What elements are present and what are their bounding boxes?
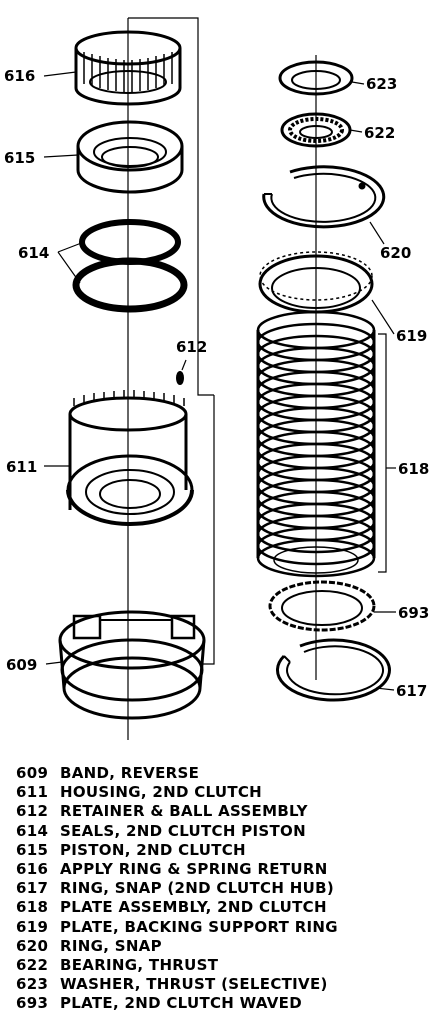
legend-description: PISTON, 2ND CLUTCH [60,840,246,859]
legend-number: 622 [16,955,49,974]
legend-item: 611 HOUSING, 2ND CLUTCH [16,783,436,802]
legend-number: 611 [16,783,49,802]
exploded-view-diagram: 616 615 614 612 611 609 623 622 620 619 … [4,17,429,740]
legend-item: 616 APPLY RING & SPRING RETURN [16,860,436,879]
legend-description: APPLY RING & SPRING RETURN [60,859,328,878]
legend-item: 622 BEARING, THRUST [16,956,436,975]
callout-620: 620 [380,244,411,262]
legend-number: 618 [16,898,49,917]
legend-description: RING, SNAP (2ND CLUTCH HUB) [60,879,334,898]
legend-item: 615 PISTON, 2ND CLUTCH [16,841,436,860]
snap-ring-617 [276,638,391,702]
legend-description: RETAINER & BALL ASSEMBLY [60,802,308,821]
legend-item: 614 SEALS, 2ND CLUTCH PISTON [16,822,436,841]
thrust-washer-623 [278,60,354,96]
thrust-bearing-622 [280,112,352,148]
legend-description: BAND, REVERSE [60,764,200,782]
callout-623: 623 [366,75,397,93]
legend-number: 616 [16,859,49,878]
legend-number: 693 [16,994,49,1013]
legend-number: 619 [16,917,49,936]
callout-618: 618 [398,460,429,478]
legend-description: RING, SNAP [60,936,162,955]
callout-622: 622 [364,124,395,142]
callout-611: 611 [6,458,37,476]
legend-number: 615 [16,840,49,859]
callout-612: 612 [176,338,207,356]
callout-616: 616 [4,67,35,85]
legend-item: 617 RING, SNAP (2ND CLUTCH HUB) [16,879,436,898]
legend-description: PLATE, BACKING SUPPORT RING [60,917,338,936]
snap-ring-620 [262,165,386,229]
legend-number: 617 [16,879,49,898]
legend-item: 620 RING, SNAP [16,937,436,956]
callout-614: 614 [18,244,49,262]
callout-619: 619 [396,327,427,345]
legend-description: WASHER, THRUST (SELECTIVE) [60,975,328,994]
seals-614 [72,219,188,313]
legend-number: 612 [16,802,49,821]
clutch-plate-stack-618 [256,310,376,578]
legend-item: 618 PLATE ASSEMBLY, 2ND CLUTCH [16,898,436,917]
legend-description: HOUSING, 2ND CLUTCH [60,783,263,802]
legend-description: PLATE ASSEMBLY, 2ND CLUTCH [60,898,327,917]
apply-ring-spring-return-616 [74,30,182,106]
piston-615 [76,120,184,194]
waved-plate-693 [268,580,376,632]
housing-611 [66,390,194,526]
legend-item: 612 RETAINER & BALL ASSEMBLY [16,802,436,821]
callout-609: 609 [6,656,37,674]
legend-item: 693 PLATE, 2ND CLUTCH WAVED [16,994,436,1013]
legend-item: 619 PLATE, BACKING SUPPORT RING [16,918,436,937]
legend-item: 609 BAND, REVERSE [16,764,436,783]
legend-number: 614 [16,821,49,840]
legend-number: 623 [16,975,49,994]
retainer-ball-612 [176,359,187,385]
legend-description: SEALS, 2ND CLUTCH PISTON [60,821,306,840]
reverse-band-609 [58,610,206,720]
callout-615: 615 [4,149,35,167]
callout-leaders [43,71,396,691]
callout-617: 617 [396,682,427,700]
legend-description: PLATE, 2ND CLUTCH WAVED [60,994,302,1013]
legend-number: 620 [16,936,49,955]
legend-item: 623 WASHER, THRUST (SELECTIVE) [16,975,436,994]
callout-693: 693 [398,604,429,622]
legend-description: BEARING, THRUST [60,955,219,974]
legend-number: 609 [16,764,49,782]
